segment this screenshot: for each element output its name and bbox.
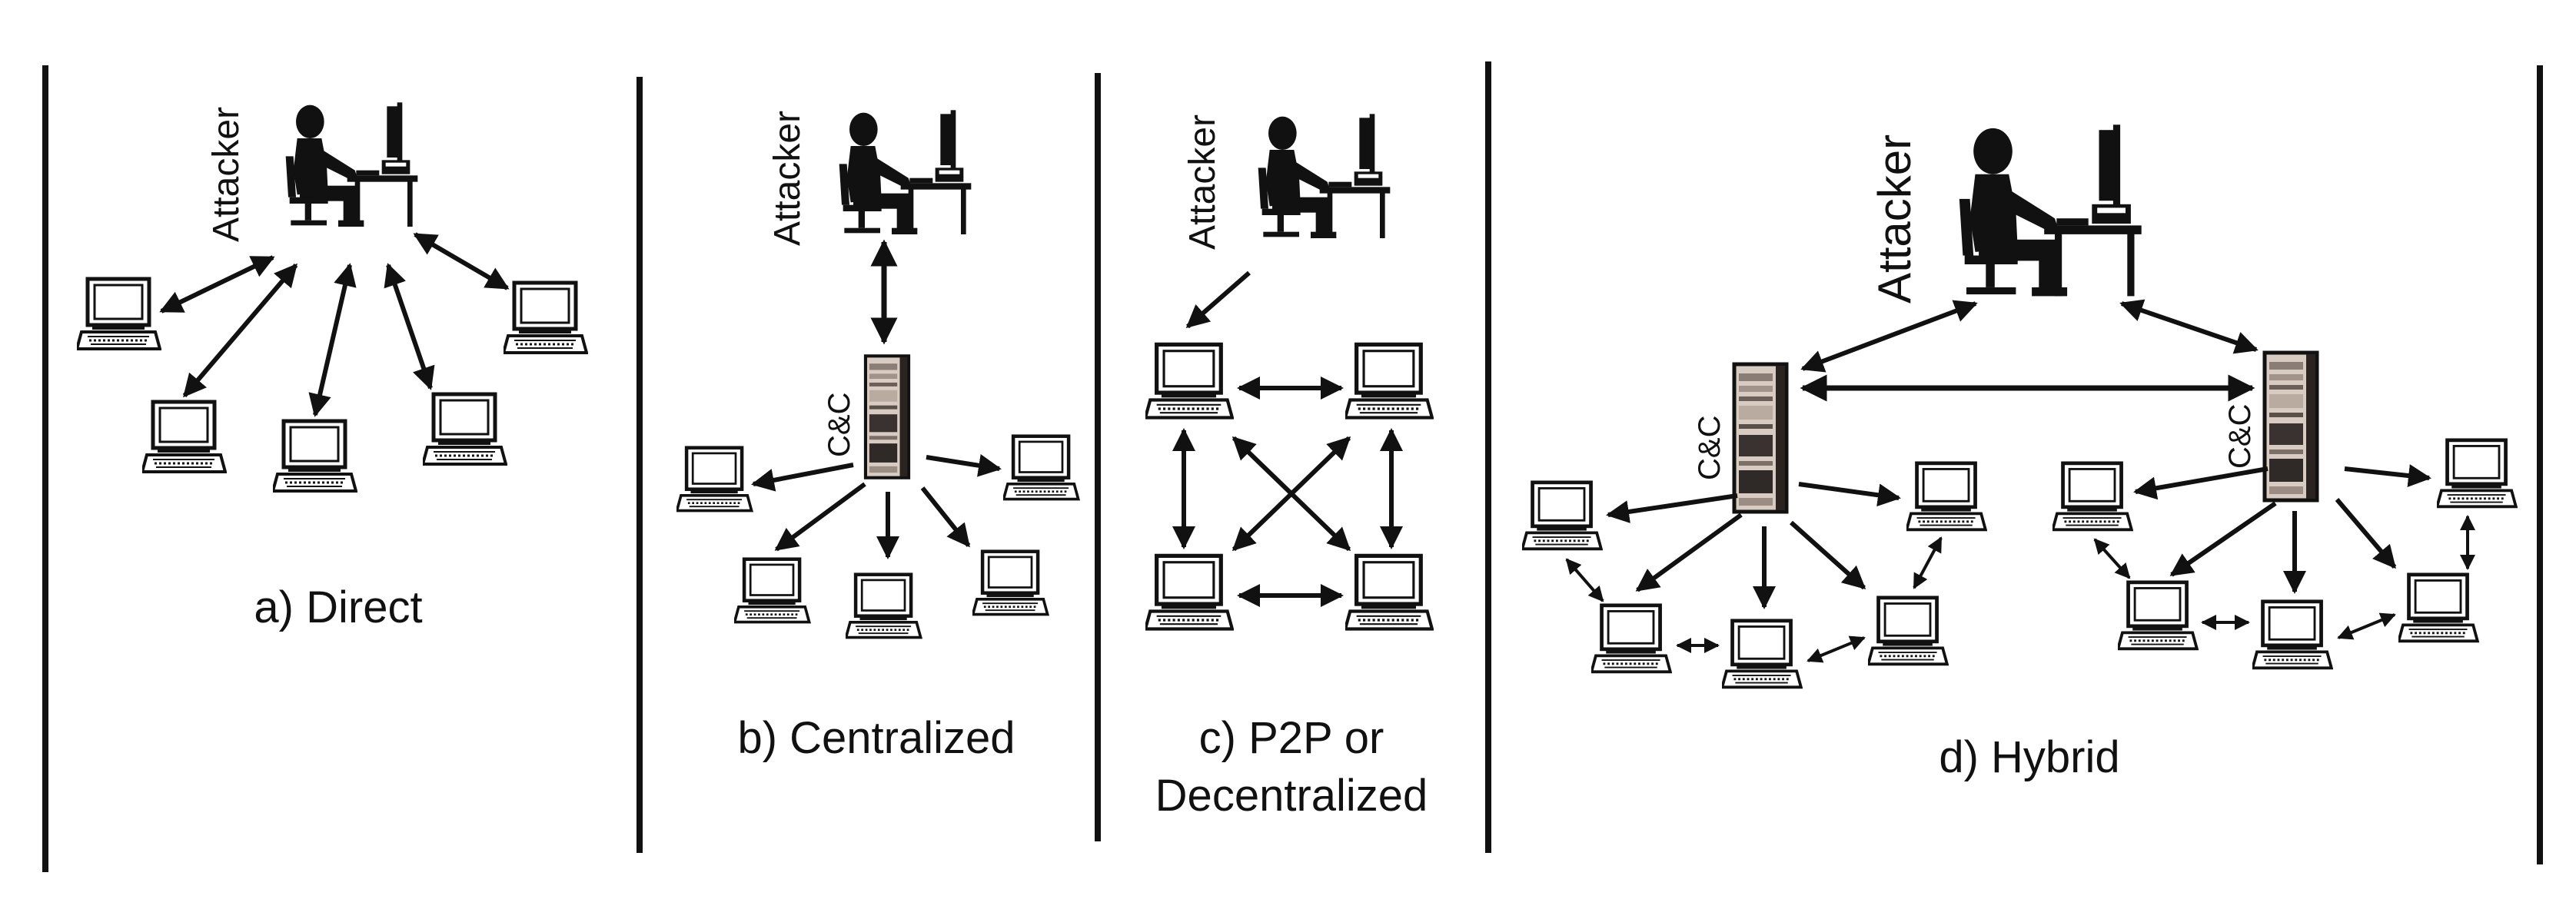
connection-arrow [774,482,866,552]
laptop-icon [504,283,587,353]
connection-arrow [1231,436,1351,552]
connection-arrow [926,453,1002,477]
laptop-icon [1345,344,1432,417]
connection-arrow [2335,498,2397,569]
connection-arrow [1798,482,1901,507]
separator-line-2 [637,77,643,853]
laptop-icon [142,402,225,472]
peer-link-arrow [2093,538,2131,579]
connection-arrow [2119,299,2259,354]
laptop-icon [1522,483,1601,549]
laptop-icon [1345,556,1432,629]
laptop-icon [273,421,356,491]
server-tower-icon [1734,364,1787,512]
connection-arrow [159,255,275,314]
attacker-workstation-icon [285,102,418,227]
laptop-icon [735,559,809,622]
laptop-icon [2118,582,2197,649]
separator-line-3 [1095,73,1101,841]
laptop-icon [1145,556,1232,629]
panel-centralized: Attacker C&C b) Centralized [677,110,1079,763]
connection-arrow [751,463,854,492]
laptop-icon [77,279,160,349]
attacker-workstation-icon [1959,124,2142,297]
attacker-workstation-icon [1258,114,1391,238]
laptop-icon [2252,602,2332,668]
connection-arrow [1185,270,1251,329]
panel-p2p: Attacker c) P2P or Decentralized [1145,114,1432,821]
laptop-icon [677,448,752,511]
laptop-icon [2398,575,2478,641]
laptop-icon [423,394,506,464]
laptop-icon [2052,463,2132,529]
attacker-label: Attacker [206,107,247,242]
peer-link-arrow [1913,536,1943,589]
panel-direct: Attacker a) Direct [77,102,587,632]
connection-arrow [308,263,357,417]
attacker-label: Attacker [767,111,808,246]
panel-separators [42,61,2543,872]
laptop-icon [846,575,921,638]
laptop-icon [1868,598,1947,664]
laptop-icon [1722,621,1801,687]
connection-arrow [2133,466,2269,500]
connection-arrow [1635,513,1743,592]
cc-label: C&C [2223,404,2257,469]
laptop-icon [2437,440,2516,506]
connection-arrow [920,486,971,548]
connection-arrow [1789,520,1866,590]
peer-link-arrow [1807,635,1866,663]
separator-line-1 [42,65,48,872]
attacker-workstation-icon [839,110,972,234]
server-tower-icon [2265,353,2317,500]
laptop-icon [1145,344,1232,417]
connection-arrow [1800,300,1978,373]
panel-caption-line-1: c) P2P or [1199,713,1384,763]
panel-hybrid: Attacker C&C C&C [1522,124,2516,782]
attacker-label: Attacker [1182,114,1223,250]
connection-arrow [182,263,298,398]
laptop-icon [1591,605,1670,672]
separator-line-5 [2537,65,2543,864]
server-tower-icon [866,356,909,477]
peer-link-arrow [1565,558,1604,602]
panel-caption: a) Direct [254,582,422,632]
laptop-icon [973,552,1048,615]
connection-arrow [384,263,435,390]
panel-caption-line-2: Decentralized [1155,771,1428,821]
cc-label: C&C [823,393,856,457]
separator-line-4 [1485,61,1491,853]
panel-caption: b) Centralized [737,713,1015,763]
peer-link-arrow [2337,612,2396,640]
connection-arrow [1606,493,1738,523]
laptop-icon [1906,463,1986,529]
connection-arrow [413,232,510,290]
connection-arrow [2344,464,2431,487]
panel-caption: d) Hybrid [1939,732,2119,782]
attacker-label: Attacker [1869,134,1920,304]
laptop-icon [1004,436,1079,499]
connection-arrow [2169,501,2277,577]
cc-label: C&C [1693,416,1727,480]
